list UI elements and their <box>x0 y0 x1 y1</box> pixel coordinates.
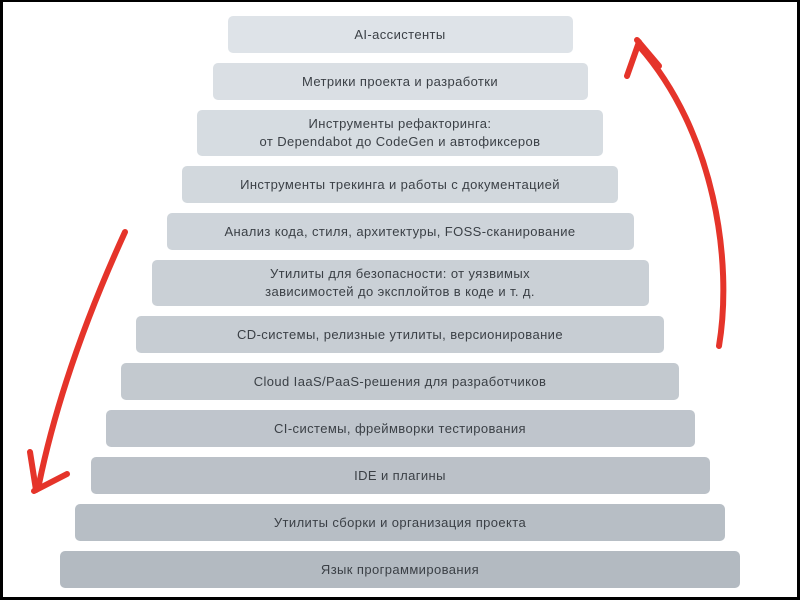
pyramid-layer: Язык программирования <box>60 551 740 588</box>
pyramid-layer: CD-системы, релизные утилиты, версиониро… <box>136 316 664 353</box>
pyramid-stack: AI-ассистентыМетрики проекта и разработк… <box>3 16 797 588</box>
pyramid-layer: Cloud IaaS/PaaS-решения для разработчико… <box>121 363 679 400</box>
pyramid-layer: Инструменты трекинга и работы с документ… <box>182 166 618 203</box>
pyramid-layer: AI-ассистенты <box>228 16 573 53</box>
pyramid-layer: Утилиты сборки и организация проекта <box>75 504 725 541</box>
pyramid-layer: Метрики проекта и разработки <box>213 63 588 100</box>
pyramid-layer: Утилиты для безопасности: от уязвимых за… <box>152 260 649 306</box>
pyramid-layer: CI-системы, фреймворки тестирования <box>106 410 695 447</box>
pyramid-layer: Инструменты рефакторинга: от Dependabot … <box>197 110 603 156</box>
pyramid-layer: Анализ кода, стиля, архитектуры, FOSS-ск… <box>167 213 634 250</box>
pyramid-layer: IDE и плагины <box>91 457 710 494</box>
